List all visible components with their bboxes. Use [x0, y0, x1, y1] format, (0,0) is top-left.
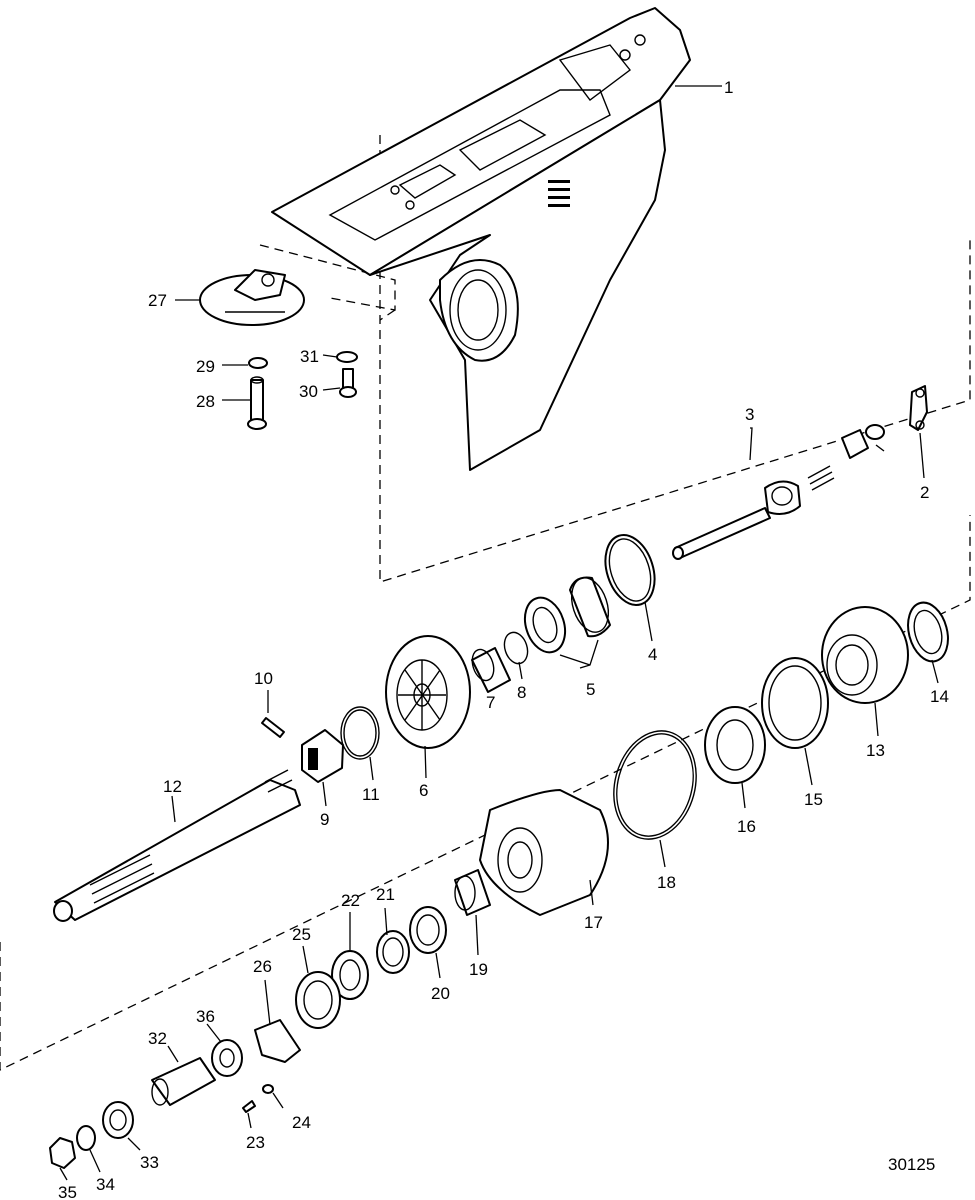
part-13-bearing-carrier: [821, 606, 909, 704]
part-5-tapered-bearing: [523, 576, 611, 654]
part-11-retaining-ring: [340, 706, 380, 760]
callout-4: 4: [648, 645, 657, 664]
part-26-anode: [254, 1019, 301, 1063]
part-32-spline-adapter: [151, 1057, 216, 1106]
part-14-oil-seal: [907, 601, 949, 663]
callout-33: 33: [140, 1153, 159, 1172]
part-4-o-ring: [604, 534, 656, 606]
part-8-snap-ring: [503, 631, 529, 665]
callout-9: 9: [320, 810, 329, 829]
part-36-thrust-hub: [211, 1039, 243, 1077]
callout-10: 10: [254, 669, 273, 688]
part-3-shift-shaft-assembly: [672, 424, 885, 560]
callout-29: 29: [196, 357, 215, 376]
part-29-washer: [248, 357, 268, 369]
part-10-cross-pin: [261, 717, 285, 738]
callout-25: 25: [292, 925, 311, 944]
part-15-thrust-washer: [761, 657, 829, 749]
part-28-bolt: [247, 376, 267, 430]
callout-14: 14: [930, 687, 949, 706]
part-19-needle-bearing: [454, 869, 491, 916]
part-23-screw: [242, 1100, 256, 1113]
part-27-trim-tab: [199, 269, 305, 326]
callout-8: 8: [517, 683, 526, 702]
callout-36: 36: [196, 1007, 215, 1026]
part-34-washer: [76, 1125, 96, 1151]
part-1-gear-housing: [271, 7, 691, 471]
callout-1: 1: [724, 78, 733, 97]
callout-22: 22: [341, 891, 360, 910]
part-20-seal: [409, 906, 447, 954]
part-24-lock-washer: [262, 1084, 274, 1094]
callout-6: 6: [419, 781, 428, 800]
callout-5: 5: [586, 680, 595, 699]
part-21-spacer: [376, 930, 410, 974]
part-7-needle-bearing: [471, 647, 511, 693]
callout-23: 23: [246, 1133, 265, 1152]
leader-lines: [59, 85, 939, 1181]
callout-32: 32: [148, 1029, 167, 1048]
callout-labels: 1 2 3 4 5 6 7 8 9 10 11 12 13 14 15 16 1…: [58, 78, 949, 1200]
part-2-shift-lever: [909, 385, 928, 431]
callout-30: 30: [299, 382, 318, 401]
callout-7: 7: [486, 693, 495, 712]
callout-35: 35: [58, 1183, 77, 1200]
callout-24: 24: [292, 1113, 311, 1132]
callout-20: 20: [431, 984, 450, 1003]
part-18-o-ring: [613, 730, 697, 840]
part-17-reverse-gear: [479, 789, 609, 916]
part-30-screw: [339, 368, 357, 398]
callout-17: 17: [584, 913, 603, 932]
callout-31: 31: [300, 347, 319, 366]
callout-11: 11: [362, 785, 380, 804]
callout-21: 21: [376, 885, 395, 904]
callout-2: 2: [920, 483, 929, 502]
part-12-propeller-shaft: [53, 769, 301, 922]
callout-18: 18: [657, 873, 676, 892]
callout-34: 34: [96, 1175, 115, 1194]
part-6-forward-gear: [385, 635, 471, 749]
callout-27: 27: [148, 291, 167, 310]
part-16-ball-bearing: [704, 706, 766, 784]
callout-26: 26: [253, 957, 272, 976]
callout-19: 19: [469, 960, 488, 979]
part-35-propeller-nut: [49, 1137, 76, 1169]
callout-15: 15: [804, 790, 823, 809]
callout-13: 13: [866, 741, 885, 760]
callout-28: 28: [196, 392, 215, 411]
part-33-nut-retainer: [102, 1101, 134, 1139]
part-25-retainer-ring: [295, 971, 341, 1029]
figure-number: 30125: [888, 1155, 935, 1174]
callout-12: 12: [163, 777, 182, 796]
callout-3: 3: [745, 405, 754, 424]
callout-16: 16: [737, 817, 756, 836]
part-31-washer: [336, 351, 358, 363]
part-9-clutch: [301, 729, 344, 783]
